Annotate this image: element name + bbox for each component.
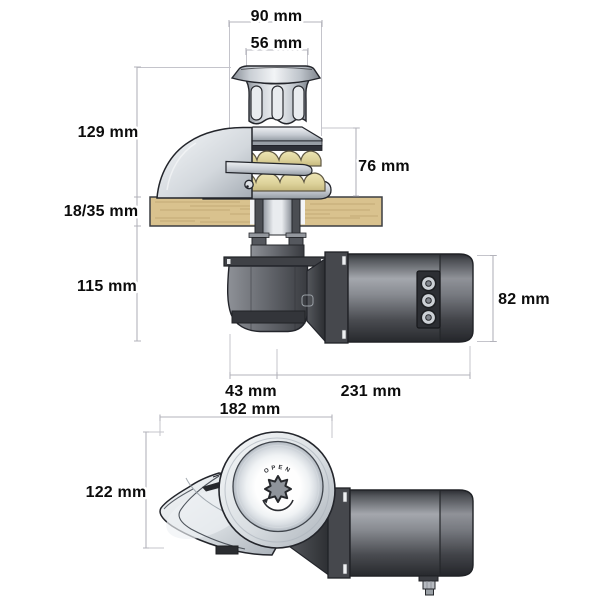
motor-flange xyxy=(324,251,349,344)
bowl-edge-line xyxy=(178,475,246,550)
fitting-nut xyxy=(422,580,436,590)
adapter-tab xyxy=(301,294,314,307)
dim-label-90mm: 90 mm xyxy=(251,8,303,25)
mounting-tab xyxy=(215,545,239,555)
dim-height-below-deck: 115 mm xyxy=(75,226,141,342)
housing-side-view: OPEN xyxy=(159,431,336,556)
capstan-drum xyxy=(230,65,322,125)
motor-endcap-shade xyxy=(440,254,473,342)
washer-left xyxy=(248,232,270,238)
dim-base-height: 122 mm xyxy=(83,431,149,549)
motor-body xyxy=(347,253,474,343)
gearbox-top-flange xyxy=(223,256,328,267)
dim-base-length: 182 mm xyxy=(159,399,333,421)
tail-rim-line xyxy=(163,488,194,510)
terminal-stud-center xyxy=(425,314,432,321)
dim-height-above-deck: 129 mm xyxy=(75,66,141,198)
gearbox-clamp-band xyxy=(231,310,306,324)
main-shaft xyxy=(262,197,293,236)
terminal-stud-center xyxy=(425,280,432,287)
motor-side-view xyxy=(327,487,474,596)
drive-shaft-assembly xyxy=(248,197,307,259)
dim-drum-width: 56 mm xyxy=(245,33,309,55)
dim-deck-thickness: 18/35 mm xyxy=(61,197,141,227)
mounting-bolt-right xyxy=(291,197,301,236)
drum-slot xyxy=(250,85,263,121)
motor-body xyxy=(349,489,474,577)
terminal-studs xyxy=(420,275,437,326)
flange-bolt-mark xyxy=(341,329,347,340)
dim-label-182mm: 182 mm xyxy=(220,401,281,418)
dimensions-top-view: 90 mm 56 mm 129 mm 18/35 mm 115 mm 76 mm xyxy=(61,6,552,403)
fitting-tip xyxy=(425,588,434,596)
open-direction-arrow-icon xyxy=(262,499,294,512)
dim-axis-to-gearbox: 43 mm 231 mm xyxy=(223,372,471,403)
dim-label-56mm: 56 mm xyxy=(251,35,303,52)
grease-fitting xyxy=(418,575,439,596)
fitting-base xyxy=(418,575,439,582)
dimensions-side-view: 182 mm 122 mm xyxy=(83,399,333,549)
terminal-stud-center xyxy=(425,297,432,304)
flange-bolt-mark xyxy=(342,563,348,575)
dim-label-18-35mm: 18/35 mm xyxy=(64,203,139,220)
washer-right xyxy=(285,232,307,238)
dim-label-129mm: 129 mm xyxy=(78,124,139,141)
dim-capstan-width: 90 mm xyxy=(228,6,323,28)
flange-bolt-mark xyxy=(341,255,347,266)
dome-highlight xyxy=(166,142,197,191)
windlass-side-view: OPEN 182 mm 122 mm xyxy=(83,399,474,596)
housing-rim-line xyxy=(224,437,330,543)
dim-label-43mm: 43 mm xyxy=(225,383,277,400)
arrowhead xyxy=(263,497,269,504)
gypsy-and-dome xyxy=(156,126,332,200)
dim-label-231mm: 231 mm xyxy=(341,383,402,400)
cap-inner-ring xyxy=(236,445,320,528)
shaft-collar xyxy=(250,244,305,259)
hex-nut-left xyxy=(251,237,267,246)
stripper-arm xyxy=(225,160,313,177)
mounting-bolt-left xyxy=(254,197,264,236)
retaining-clip-icon xyxy=(244,179,254,190)
gearbox-motor-adapter xyxy=(306,257,326,343)
dome-housing xyxy=(156,126,253,199)
drum-slot xyxy=(292,85,305,121)
dim-label-122mm: 122 mm xyxy=(86,484,147,501)
flange-bolt-mark xyxy=(227,259,231,264)
windlass-top-view: 90 mm 56 mm 129 mm 18/35 mm 115 mm 76 mm xyxy=(61,6,552,403)
clip-pin xyxy=(246,185,249,188)
dim-gypsy-height: 76 mm xyxy=(353,127,412,197)
drum-top-bevel xyxy=(240,67,313,70)
drum-slot xyxy=(271,85,284,121)
flange-bolt-mark xyxy=(342,491,348,503)
dim-label-82mm: 82 mm xyxy=(498,291,550,308)
motor-top-view xyxy=(324,251,474,344)
dim-label-76mm: 76 mm xyxy=(358,158,410,175)
motor-endcap-shade xyxy=(440,490,473,576)
gearbox xyxy=(223,256,328,343)
hex-nut-right xyxy=(288,237,304,246)
dim-motor-diameter: 82 mm xyxy=(490,254,552,343)
star-socket-icon xyxy=(264,475,292,503)
drum-slots xyxy=(250,85,305,121)
dimension-guides-top xyxy=(137,22,497,375)
cap-open-marking: OPEN xyxy=(263,465,292,475)
dim-label-115mm: 115 mm xyxy=(77,278,137,295)
drum-top-flange xyxy=(230,65,322,85)
